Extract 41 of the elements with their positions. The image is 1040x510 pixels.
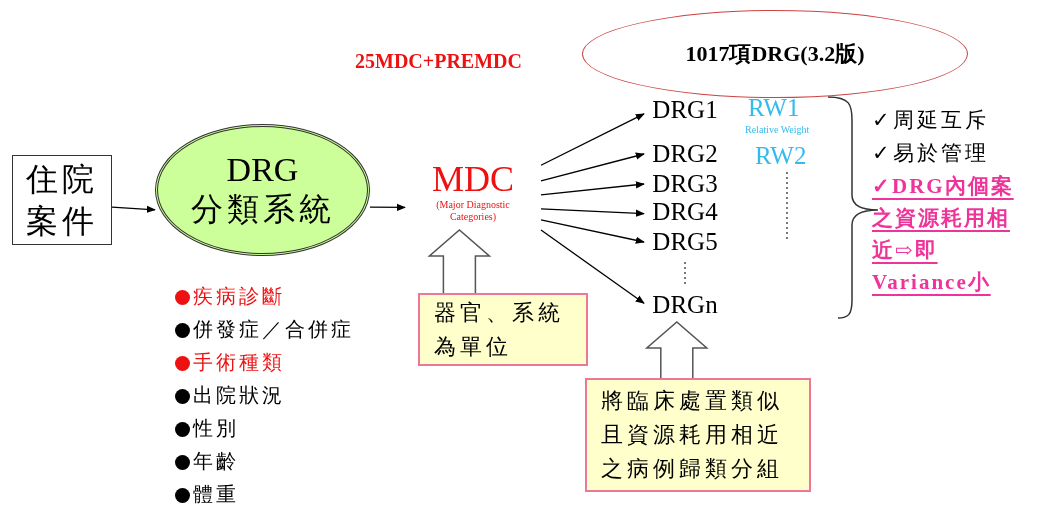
note-text: 將臨床處置類似且資源耗用相近之病例歸類分組 [601,387,784,483]
arrow [111,205,156,213]
drg-label: DRG5 [652,227,718,257]
note-box [418,293,588,366]
note-box [585,378,811,492]
annotation-text: 25MDC+PREMDC [355,50,522,73]
arrow [540,181,645,196]
factor-item: 併發症／合併症 [193,317,354,342]
title-text: 1017項DRG(3.2版) [685,40,865,68]
drg-label: DRGn [652,290,718,320]
check-item: ✓DRG內個案之資源耗用相近⇨即Variance小 [872,173,1015,296]
factor-item: 體重 [193,482,239,507]
factor-item: 疾病診斷 [193,284,285,309]
node-text: 住院案件 [25,160,99,241]
arrow [540,208,645,217]
block-arrow [644,321,709,379]
arrow [540,219,645,244]
check-item: ✓周延互斥 [872,107,989,134]
block-arrow [427,229,492,294]
factor-item: 手術種類 [193,350,285,375]
drg-label: DRG1 [652,95,718,125]
arrow [369,203,406,211]
weight-caption: Relative Weight [745,124,810,135]
drg-label: DRG3 [652,169,718,199]
node-title: DRG [226,151,299,189]
drg-label: DRG4 [652,197,718,227]
category-subtitle: (Major Diagnostic Categories) [435,199,511,223]
process-box [12,155,112,245]
arrow [540,229,645,304]
arrow [540,152,645,182]
check-item: ✓易於管理 [872,140,989,167]
factor-item: 出院狀況 [193,383,285,408]
factor-item: 性別 [193,416,239,441]
factor-item: 年齡 [193,449,239,474]
node-text: 分類系統 [190,190,335,229]
category-title: MDC [432,159,514,199]
arrow [540,113,645,166]
weight-label: RW2 [755,142,807,170]
note-text: 器官、系統為單位 [434,298,565,361]
drg-label: DRG2 [652,139,718,169]
weight-label: RW1 [748,94,800,122]
